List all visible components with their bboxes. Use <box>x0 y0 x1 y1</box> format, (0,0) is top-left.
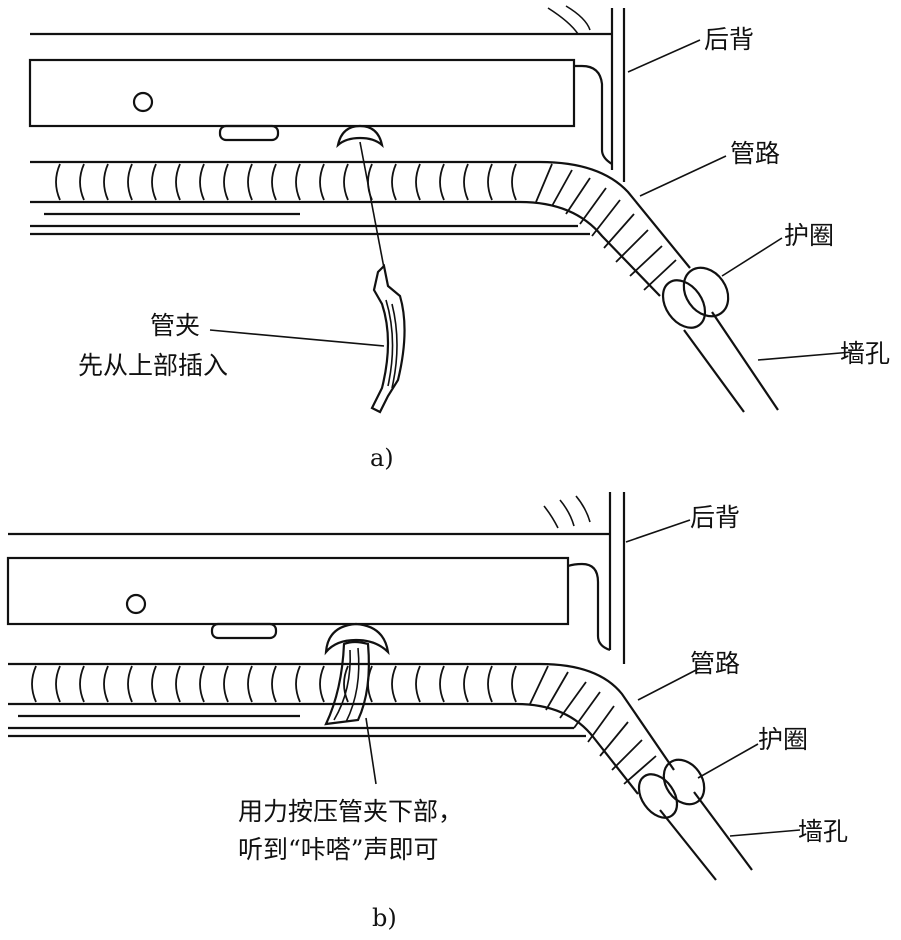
pipe-b <box>8 662 675 795</box>
hose-rib <box>79 163 85 201</box>
hose-rib <box>579 187 607 225</box>
hose-rib <box>629 245 663 277</box>
hose-rib <box>463 163 469 201</box>
caption-b: b) <box>372 904 397 932</box>
grommet-b <box>637 758 706 819</box>
hose-rib <box>103 665 109 703</box>
label-pipe-b: 管路 <box>690 649 740 678</box>
hose-rib <box>587 705 615 743</box>
hose-rib <box>439 163 445 201</box>
hose-rib <box>415 163 421 201</box>
hose-rib <box>573 691 601 729</box>
hose-rib <box>55 163 61 201</box>
label-back-b: 后背 <box>690 503 740 532</box>
hose-rib <box>511 665 517 703</box>
label-grommet-b: 护圈 <box>758 725 808 754</box>
hose-rib <box>565 177 591 215</box>
hose-rib <box>623 755 657 785</box>
hose-rib <box>559 681 587 719</box>
hose-rib <box>487 163 493 201</box>
hose-rib <box>271 665 277 703</box>
hose-rib <box>31 665 37 703</box>
rail-tabs-a <box>218 124 384 148</box>
hose-rib <box>247 665 253 703</box>
hose-rib <box>55 665 61 703</box>
hose-rib <box>343 665 349 703</box>
rail-b <box>6 556 611 652</box>
label-clip-note-a: 先从上部插入 <box>78 351 228 380</box>
hose-rib <box>643 259 677 291</box>
label-press-note-b: 听到“咔嗒”声即可 <box>238 835 439 864</box>
hose-rib <box>319 665 325 703</box>
back-wall-b <box>543 492 626 664</box>
hose-rib <box>487 665 493 703</box>
hose-rib <box>151 163 157 201</box>
hose-rib <box>343 163 349 201</box>
rail-a <box>28 58 613 165</box>
leaders-a <box>209 39 853 361</box>
label-clip-a: 管夹 <box>150 311 200 340</box>
bottom-rails-a <box>30 212 590 236</box>
hose-rib <box>319 163 325 201</box>
label-wall-hole-a: 墙孔 <box>840 339 890 368</box>
rail-tabs-b <box>210 622 390 656</box>
label-press-b: 用力按压管夹下部， <box>238 797 463 826</box>
pipe-tail-b <box>659 791 753 881</box>
hose-rib <box>223 665 229 703</box>
pipe-a <box>30 160 691 297</box>
hose-rib <box>127 665 133 703</box>
hose-rib <box>79 665 85 703</box>
hose-rib <box>127 163 133 201</box>
hose-rib <box>415 665 421 703</box>
hose-rib <box>529 665 549 705</box>
panel-b: 后背 管路 护圈 墙孔 用力按压管夹下部， 听到“咔嗒”声即可 b) <box>6 492 848 932</box>
grommet-a <box>661 266 730 329</box>
hose-rib <box>391 163 397 201</box>
panel-a: 后背 管路 护圈 墙孔 管夹 先从上部插入 a) <box>28 5 890 472</box>
hose-rib <box>599 721 629 757</box>
hose-rib <box>175 665 181 703</box>
hose-rib <box>175 163 181 201</box>
pipe-clip-b <box>324 640 377 785</box>
hose-rib <box>603 213 635 249</box>
pipe-tail-a <box>683 311 779 413</box>
hose-rib <box>591 199 621 237</box>
back-wall-a <box>547 5 626 182</box>
hose-rib <box>199 665 205 703</box>
label-grommet-a: 护圈 <box>784 221 834 250</box>
hose-rib <box>611 739 643 771</box>
hose-rib <box>103 163 109 201</box>
label-wall-hole-b: 墙孔 <box>798 817 848 846</box>
hose-rib <box>391 665 397 703</box>
hose-rib <box>247 163 253 201</box>
hose-rib <box>615 229 649 263</box>
hose-rib <box>271 163 277 201</box>
hose-rib <box>535 163 553 203</box>
bottom-rails-b <box>8 714 586 738</box>
hose-rib <box>223 163 229 201</box>
hose-rib <box>463 665 469 703</box>
hose-rib <box>545 671 569 711</box>
hose-rib <box>439 665 445 703</box>
label-back-a: 后背 <box>704 25 754 54</box>
hose-rib <box>151 665 157 703</box>
pipe-clip-a <box>359 141 406 414</box>
caption-a: a) <box>370 444 394 472</box>
hose-rib <box>511 163 517 201</box>
hose-rib <box>199 163 205 201</box>
hose-rib <box>295 163 301 201</box>
label-pipe-a: 管路 <box>730 139 780 168</box>
leaders-b <box>625 519 801 837</box>
hose-rib <box>551 169 573 207</box>
hose-rib <box>295 665 301 703</box>
